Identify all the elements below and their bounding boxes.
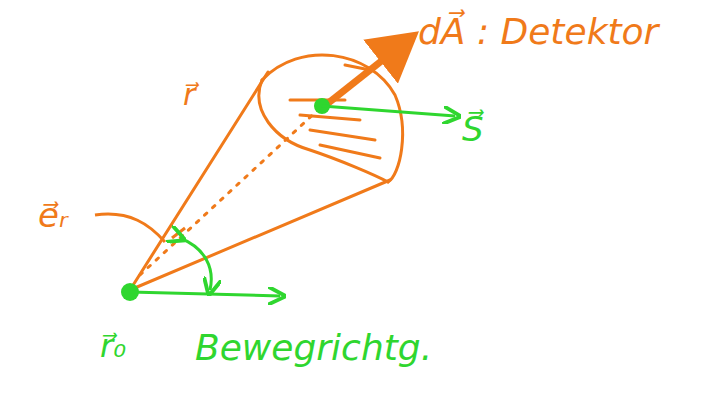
poynting-label: S⃗ [462,112,484,146]
radius-label: r⃗ [183,80,195,110]
position-label: r⃗₀ [100,330,126,362]
direction-label: Bewegrichtg. [195,330,432,366]
detector-label: dA⃗ : Detektor [418,14,658,50]
unit-vector-label: e⃗ᵣ [38,198,68,232]
